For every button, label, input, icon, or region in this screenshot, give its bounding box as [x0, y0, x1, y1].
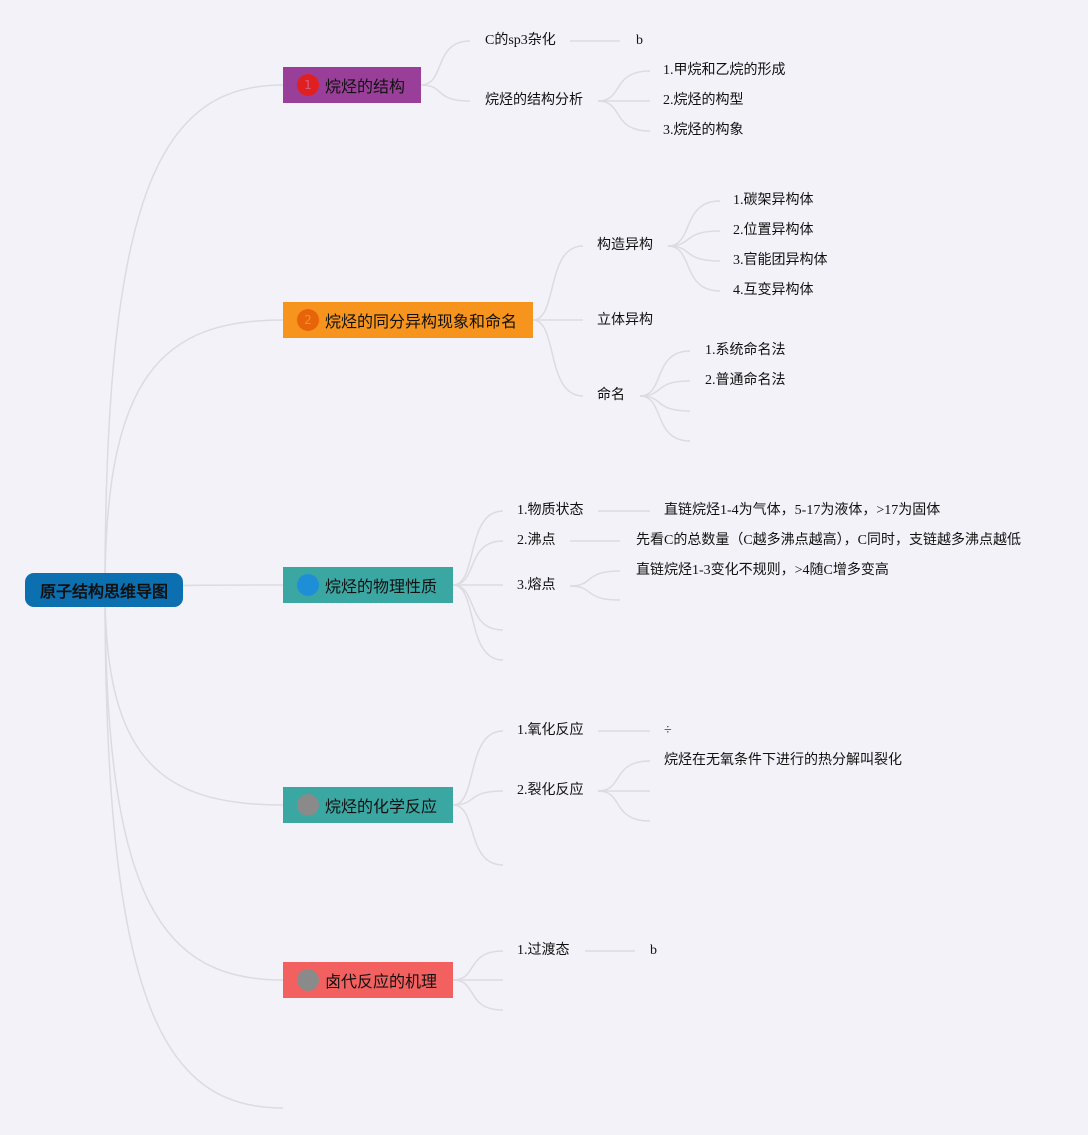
topic-state[interactable]: 1.物质状态: [517, 503, 584, 518]
number-badge: 2: [297, 309, 319, 331]
topic-boiling-point[interactable]: 2.沸点: [517, 533, 556, 548]
connector: [420, 40, 471, 86]
subtopic-division-sign[interactable]: ÷: [664, 723, 672, 738]
connector: [667, 230, 721, 247]
branch-label: 烷烃的化学反应: [325, 797, 438, 816]
connector: [639, 395, 691, 442]
connector: [667, 245, 721, 292]
connector: [597, 100, 651, 132]
connector: [104, 589, 284, 981]
topic-c-sp3[interactable]: C的sp3杂化: [485, 33, 556, 48]
topic-structure-analysis[interactable]: 烷烃的结构分析: [485, 93, 583, 108]
connector: [452, 979, 504, 1011]
connector: [532, 245, 584, 321]
branch-label: 卤代反应的机理: [325, 972, 438, 991]
subtopic-tautomer[interactable]: 4.互变异构体: [733, 283, 814, 298]
connector: [667, 245, 721, 262]
topic-cracking[interactable]: 2.裂化反应: [517, 783, 584, 798]
subtopic-boiling-detail[interactable]: 先看C的总数量（C越多沸点越高），C同时，支链越多沸点越低: [636, 533, 1022, 548]
branch-label: 烷烃的物理性质: [325, 577, 438, 596]
topic-transition-state[interactable]: 1.过渡态: [517, 943, 570, 958]
subtopic-systematic-naming[interactable]: 1.系统命名法: [705, 343, 786, 358]
connector: [569, 585, 621, 601]
connector: [452, 950, 504, 981]
subtopic-position-isomer[interactable]: 2.位置异构体: [733, 223, 814, 238]
subtopic-cracking-detail[interactable]: 烷烃在无氧条件下进行的热分解叫裂化: [664, 753, 902, 768]
subtopic-b[interactable]: b: [650, 943, 657, 958]
connector: [452, 804, 504, 866]
number-badge: 5: [297, 969, 319, 991]
subtopic-conformation[interactable]: 3.烷烃的构象: [663, 123, 744, 138]
connector: [639, 350, 691, 397]
connector: [104, 84, 284, 591]
subtopic-state-detail[interactable]: 直链烷烃1-4为气体，5-17为液体，>17为固体: [664, 503, 941, 518]
branch-node-physical[interactable]: 3 烷烃的物理性质: [283, 567, 453, 603]
connector: [452, 584, 504, 661]
subtopic-methane-ethane[interactable]: 1.甲烷和乙烷的形成: [663, 63, 786, 78]
number-badge: 1: [297, 74, 319, 96]
connector: [104, 319, 284, 591]
connector: [452, 584, 504, 631]
connector: [420, 84, 471, 102]
connector: [639, 380, 691, 397]
connector: [104, 589, 284, 806]
topic-stereoisomerism[interactable]: 立体异构: [597, 313, 653, 328]
branch-node-isomerism[interactable]: 2 烷烃的同分异构现象和命名: [283, 302, 533, 338]
topic-nomenclature[interactable]: 命名: [597, 388, 625, 403]
connector: [452, 730, 504, 806]
subtopic-skeletal-isomer[interactable]: 1.碳架异构体: [733, 193, 814, 208]
subtopic-common-naming[interactable]: 2.普通命名法: [705, 373, 786, 388]
branch-node-mechanism[interactable]: 5 卤代反应的机理: [283, 962, 453, 998]
number-badge: 4: [297, 794, 319, 816]
number-badge: 3: [297, 574, 319, 596]
connector: [452, 510, 504, 586]
connector: [569, 570, 621, 587]
connector: [597, 760, 651, 792]
root-node[interactable]: 原子结构思维导图: [25, 573, 183, 607]
branch-node-structure[interactable]: 1 烷烃的结构: [283, 67, 421, 103]
branch-label: 烷烃的同分异构现象和命名: [325, 312, 518, 331]
connector: [597, 790, 651, 822]
subtopic-configuration[interactable]: 2.烷烃的构型: [663, 93, 744, 108]
branch-label: 烷烃的结构: [325, 77, 406, 96]
topic-oxidation[interactable]: 1.氧化反应: [517, 723, 584, 738]
connector: [639, 395, 691, 412]
subtopic-functional-isomer[interactable]: 3.官能团异构体: [733, 253, 828, 268]
connector: [452, 790, 504, 806]
subtopic-melting-detail[interactable]: 直链烷烃1-3变化不规则，>4随C增多变高: [636, 563, 889, 578]
root-label: 原子结构思维导图: [39, 582, 168, 601]
connector: [667, 200, 721, 247]
connector: [104, 589, 284, 1109]
connector: [597, 70, 651, 102]
branch-node-chemical[interactable]: 4 烷烃的化学反应: [283, 787, 453, 823]
connector: [532, 319, 584, 397]
subtopic-b[interactable]: b: [636, 33, 643, 48]
topic-melting-point[interactable]: 3.熔点: [517, 578, 556, 593]
topic-constitutional-isomerism[interactable]: 构造异构: [597, 238, 653, 253]
connector: [452, 540, 504, 586]
